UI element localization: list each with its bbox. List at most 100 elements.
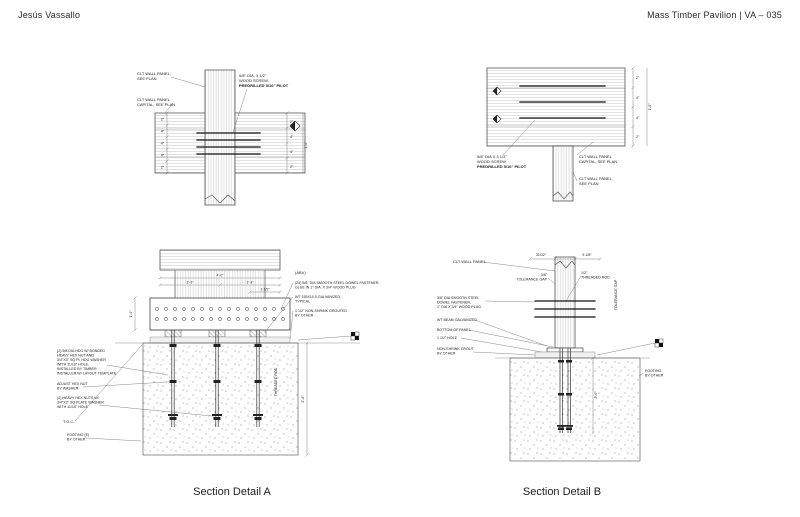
annotation: (ABV) (295, 270, 306, 275)
sheet-title: Mass Timber Pavilion | VA – 035 (647, 10, 782, 20)
annotation: THREADED ROD (581, 276, 610, 280)
dowels (534, 300, 596, 318)
left-vertical-dim: 1'-4" (129, 296, 137, 332)
wood-screws (196, 132, 261, 155)
wt-stubs (150, 329, 290, 338)
dim-label: 2'-0" (301, 395, 305, 403)
dim-label: 4" (161, 130, 165, 134)
annotation: BY OTHER (295, 314, 314, 318)
top-dimensions: 31/32" 5 1/8" (528, 253, 602, 261)
dim-label: 31/32" (536, 253, 547, 257)
annotation: CLT WALL PANEL, (579, 176, 613, 181)
break-symbol (204, 194, 236, 204)
annotation: 3/4"X3" SQ PL HDG WASHER (57, 358, 106, 362)
wood-screws (519, 85, 606, 119)
annotation-panel: CLT WALL PANEL (453, 259, 556, 272)
steel-plate (149, 297, 291, 331)
annotation: 1/2" (581, 271, 588, 275)
dim-label: 5 1/8" (582, 253, 592, 257)
annotation: BY OTHER (645, 374, 664, 378)
annotation: WT BEAM GALVANIZED (437, 318, 477, 322)
annotation: HEAVY HEX NUT AND (57, 354, 94, 358)
annotation: PREDRILLED 5/16" PILOT (477, 164, 527, 169)
key-diamond-icon (492, 86, 502, 124)
annotation: 5/8" DIA. 3 1/2" (239, 73, 267, 78)
annotation-screw: 5/8" DIA. 3 1/2" WOOD SCREW, PREDRILLED … (232, 73, 289, 133)
annotation: 1 1/2" HOLE (437, 336, 458, 340)
annotation: (2) 5/8 DIA HDG W/ BONDED (57, 349, 105, 353)
dim-label: 4" (161, 142, 165, 146)
annotation: NON-SHRINK GROUT (437, 347, 475, 351)
dim-label: 2'-0" (594, 391, 598, 399)
annotation: PREDRILLED 5/16" PILOT (239, 83, 289, 88)
annotation: BY WASHER (57, 387, 79, 391)
dim-label: 1'-0" (648, 103, 652, 111)
annotation: GLUE IN 1" DIA. X 3/4" WOOD PLUG (295, 286, 356, 290)
annotation-threaded-rod: 1/2" THREADED ROD (565, 271, 610, 302)
annotation: INSTALLED BY TIMBER (57, 367, 97, 371)
annotation: CLT WALL PANEL (579, 154, 613, 159)
annotation: WOOD SCREW, (477, 159, 507, 164)
annotation: CAPITAL, SEE PLAN (137, 102, 175, 107)
annotation: TOLERANCE GAP (517, 278, 548, 282)
annotation: DOWEL FASTENER, (437, 301, 471, 305)
annotation-tolerance-left: 3/8" TOLERANCE GAP (517, 273, 556, 285)
right-dimension-string: 2" 4" 4" 2" 1'-0" (631, 66, 652, 148)
annotation: WITH 11/16" HOLE (57, 405, 89, 409)
dim-label: 2" (290, 165, 294, 169)
annotation-capital: CLT WALL PANEL CAPITAL, SEE PLAN (576, 141, 617, 164)
annotation: WOOD SCREW, (239, 78, 269, 83)
annotation: 1 1/2" NON-SHRINK GROUTED (295, 309, 347, 313)
dim-label: 3 1/2" (260, 288, 270, 292)
annotation: SEE PLAN (579, 181, 599, 186)
annotation: CLT WALL PANEL (137, 97, 171, 102)
annotation: CLT WALL PANEL, (137, 71, 171, 76)
upper-left-detail-drawing: 2" 4" 4" 4" 2" 2" 4" 4" 2" 1'-0" CLT WAL… (137, 69, 308, 206)
left-dimension-string: 2" 4" 4" 4" 2" (161, 111, 169, 175)
wall-panel (204, 69, 236, 206)
annotation: ADJUST HEX NUT (57, 382, 88, 386)
annotation-wall-panel: CLT WALL PANEL, SEE PLAN (137, 71, 206, 88)
section-marker-icon (297, 331, 360, 341)
annotation: INSTALLER W/ LAYOUT TEMPLATE (57, 372, 117, 376)
annotation-screw: 5/8" DIA X 3 1/2" WOOD SCREW, PREDRILLED… (477, 119, 536, 169)
dim-label: 4" (636, 96, 640, 100)
dim-label: 2" (161, 118, 165, 122)
dim-label: 4" (161, 154, 165, 158)
annotation: (24) 5/8" DIA SMOOTH STEEL DOWEL FASTENE… (295, 281, 379, 285)
annotation: 5/8" DIA X 3 1/2" (477, 154, 507, 159)
right-annotations: (ABV) (24) 5/8" DIA SMOOTH STEEL DOWEL F… (264, 270, 379, 340)
grout-band (149, 336, 291, 344)
dim-label: 2" (290, 120, 294, 124)
annotation: 1" DIA X 3/4" WOOD PLUG (437, 305, 481, 309)
author-name: Jesús Vassallo (18, 10, 81, 20)
upper-right-detail-drawing: 2" 4" 4" 2" 1'-0" 5/8" DIA X 3 1/2" WOOD… (477, 66, 652, 202)
annotation: WITH 11/16" HOLE, (57, 363, 89, 367)
tolerance-gap-label: TOLERANCE GAP (614, 279, 618, 310)
concrete-footing (509, 357, 641, 462)
annotation: BY OTHER (437, 352, 456, 356)
section-detail-b-drawing: 31/32" 5 1/8" CLT WALL PANEL 3/8" TOLERA… (437, 253, 664, 462)
dim-label: 4" (290, 135, 294, 139)
annotation: TYPICAL (295, 300, 310, 304)
annotation: 5/8" DIA SMOOTH STEEL (437, 296, 479, 300)
right-vertical-dim: 2'-0" (591, 356, 598, 435)
annotation: 3/4"X3" SQ PLATE WASHER (57, 401, 104, 405)
annotation: CLT WALL PANEL (453, 259, 487, 264)
caption-section-detail-b: Section Detail B (522, 486, 602, 498)
right-dimension-string: 2" 4" 4" 2" 1'-0" (285, 111, 308, 175)
annotation: T.O.C. (63, 419, 74, 424)
annotation: (2) HEAVY HEX NUTS W/ (57, 396, 99, 400)
caption-section-detail-a: Section Detail A (193, 486, 271, 498)
anchor-rods (557, 348, 573, 433)
wall-panel (552, 145, 574, 202)
annotation-capital: CLT WALL PANEL CAPITAL, SEE PLAN (137, 97, 175, 114)
capital-panel (486, 67, 626, 147)
dim-label: 4" (636, 116, 640, 120)
left-annotations: 5/8" DIA SMOOTH STEEL DOWEL FASTENER, 1"… (437, 296, 560, 356)
dim-label: 2" (636, 76, 640, 80)
break-symbol (552, 191, 574, 200)
wall-panel-stub (174, 270, 266, 298)
annotation: BOTTOM OF PANEL (437, 328, 471, 332)
